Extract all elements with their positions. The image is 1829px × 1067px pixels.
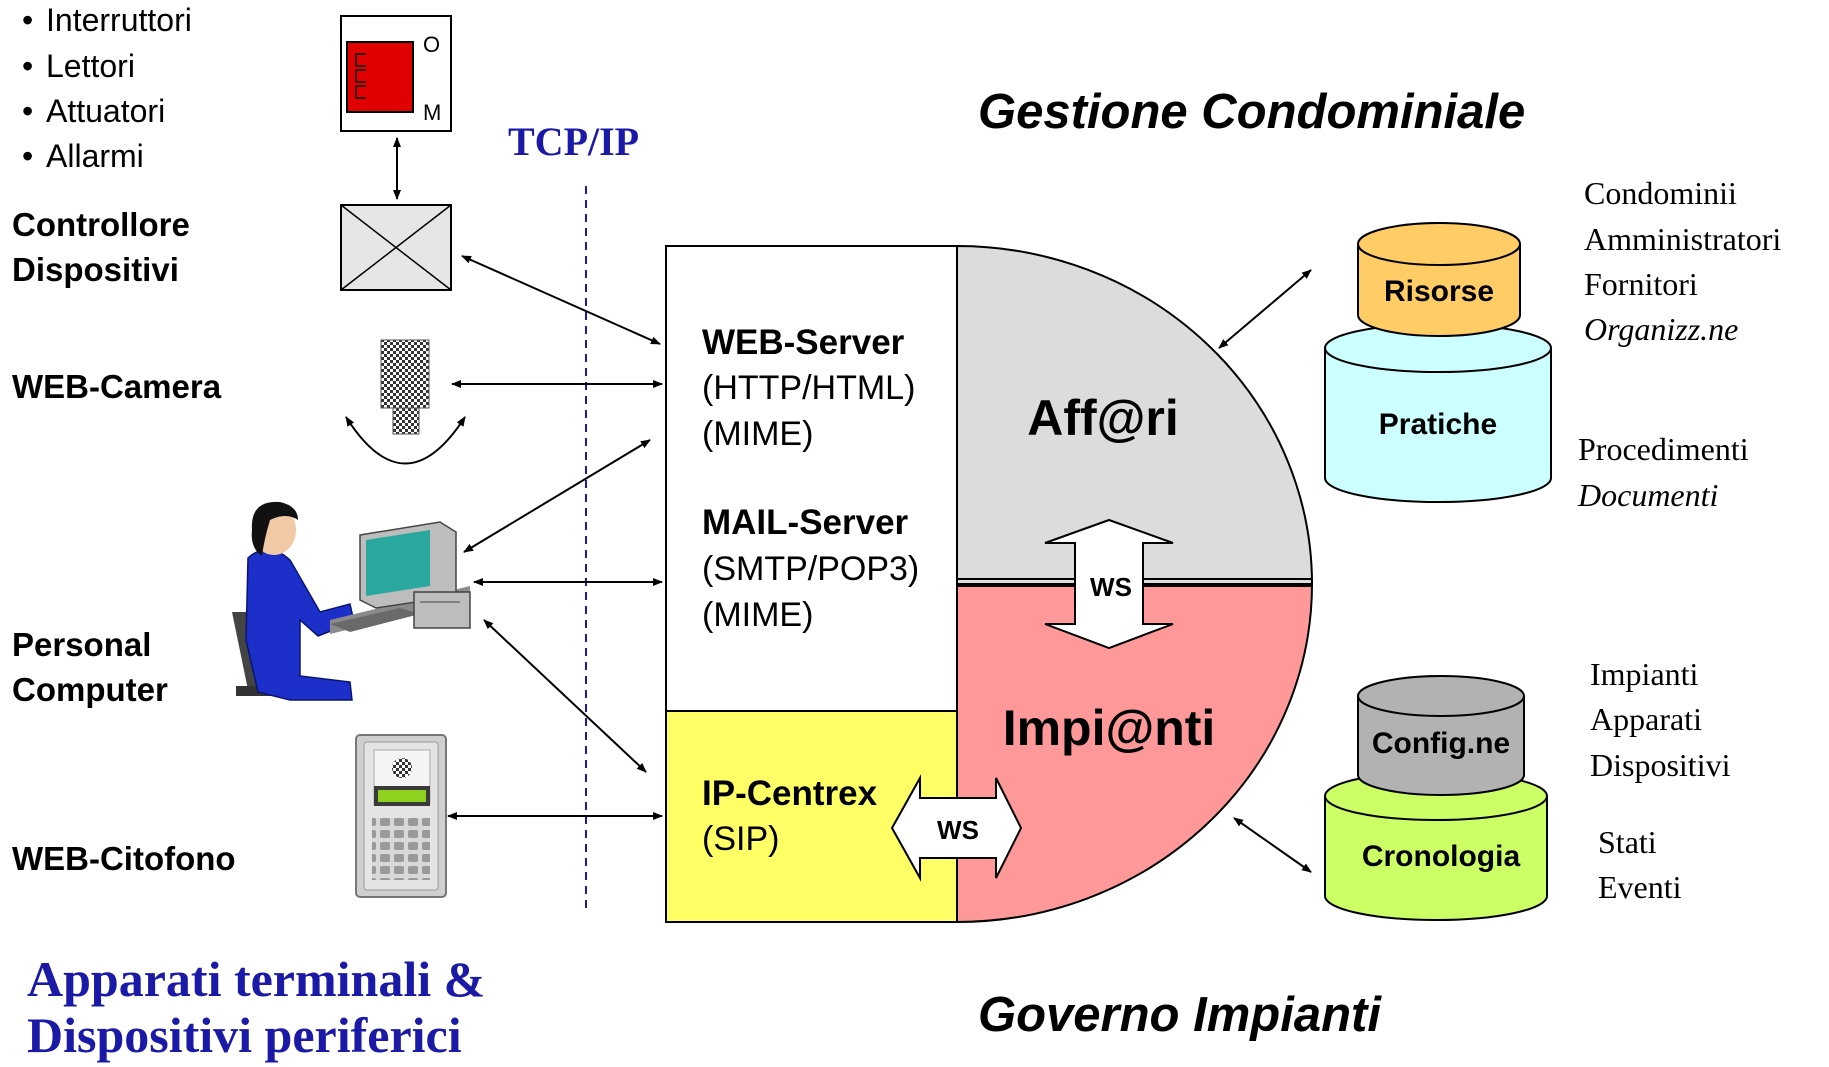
risorse-notes: Condominii Amministratori Fornitori Orga… <box>1584 175 1781 347</box>
mail-server-protocol-2: (MIME) <box>702 596 813 634</box>
note-line: Eventi <box>1598 869 1682 905</box>
config-database-icon <box>1357 675 1525 796</box>
note-line: Procedimenti <box>1578 431 1749 467</box>
pc-web-arrow <box>463 439 651 553</box>
webcam-icon <box>345 339 466 465</box>
controller-web-arrow <box>461 255 661 345</box>
impianti-section <box>956 583 1314 924</box>
pbx-title: IP-Centrex <box>702 774 878 813</box>
note-line: Stati <box>1598 824 1657 860</box>
device-list-label: Interruttori <box>46 2 192 38</box>
control-heading: Governo Impianti <box>978 988 1382 1042</box>
citofono-label: WEB-Citofono <box>12 840 236 877</box>
network-label: TCP/IP <box>508 119 639 164</box>
risorse-label: Risorse <box>1384 275 1494 308</box>
central-system: WEB-Server (HTTP/HTML) (MIME) MAIL-Serve… <box>665 244 1314 924</box>
controller-label-2: Dispositivi <box>12 251 179 288</box>
terminals-title: Apparati terminali & <box>27 951 485 1007</box>
controller-icon <box>340 204 452 291</box>
impianti-db-arrow <box>1233 817 1312 873</box>
mail-server-protocol: (SMTP/POP3) <box>702 550 919 588</box>
device-list-item: • <box>22 138 33 174</box>
ws-vertical-arrow <box>1044 518 1174 650</box>
controller-label: Controllore <box>12 206 190 243</box>
switch-on-label: O <box>423 32 440 57</box>
device-list-item: • <box>22 93 33 129</box>
person-computer-icon <box>232 501 471 701</box>
pratiche-notes: Procedimenti Documenti <box>1577 431 1749 513</box>
cronologia-notes: Stati Eventi <box>1598 824 1682 905</box>
web-server-protocol: (HTTP/HTML) <box>702 369 915 407</box>
device-type-list: • Interruttori • Lettori • Attuatori • A… <box>22 2 192 174</box>
device-list-label: Lettori <box>46 48 135 84</box>
note-line: Fornitori <box>1584 266 1698 302</box>
web-server-title: WEB-Server <box>702 323 905 362</box>
config-notes: Impianti Apparati Dispositivi <box>1590 656 1731 783</box>
config-label: Config.ne <box>1372 727 1510 760</box>
impianti-title: Impi@nti <box>1003 700 1216 756</box>
ws-horizontal-arrow <box>890 774 1023 882</box>
pratiche-label: Pratiche <box>1379 408 1497 441</box>
switch-off-label: M <box>423 100 441 125</box>
device-list-item: • <box>22 48 33 84</box>
management-heading: Gestione Condominiale <box>978 85 1525 139</box>
note-line: Impianti <box>1590 656 1699 692</box>
cronologia-label: Cronologia <box>1362 840 1521 873</box>
terminals-title-2: Dispositivi periferici <box>27 1007 462 1063</box>
ws-horizontal-label: WS <box>937 815 979 845</box>
pbx-protocol: (SIP) <box>702 820 779 858</box>
switch-icon: O M <box>340 15 452 132</box>
pratiche-database-icon <box>1324 323 1552 503</box>
pc-pbx-arrow <box>483 619 647 773</box>
server-panel <box>665 245 958 712</box>
note-line: Documenti <box>1577 477 1718 513</box>
note-line: Dispositivi <box>1590 747 1731 783</box>
pc-label: Personal <box>12 626 151 663</box>
device-list-label: Attuatori <box>46 93 165 129</box>
note-line: Amministratori <box>1584 221 1781 257</box>
affari-db-arrow <box>1218 269 1312 349</box>
ws-vertical-label: WS <box>1090 572 1132 602</box>
note-line: Apparati <box>1590 701 1702 737</box>
intercom-icon <box>355 734 447 898</box>
mail-server-title: MAIL-Server <box>702 503 909 542</box>
web-server-protocol-2: (MIME) <box>702 415 813 453</box>
device-list-item: • <box>22 2 33 38</box>
connection-arrows <box>393 137 1312 873</box>
affari-title: Aff@ri <box>1027 390 1179 446</box>
note-line: Condominii <box>1584 175 1737 211</box>
affari-section <box>956 244 1314 585</box>
webcam-label: WEB-Camera <box>12 368 222 405</box>
note-line: Organizz.ne <box>1584 311 1738 347</box>
device-list-label: Allarmi <box>46 138 144 174</box>
risorse-database-icon <box>1357 222 1521 337</box>
pc-label-2: Computer <box>12 671 168 708</box>
